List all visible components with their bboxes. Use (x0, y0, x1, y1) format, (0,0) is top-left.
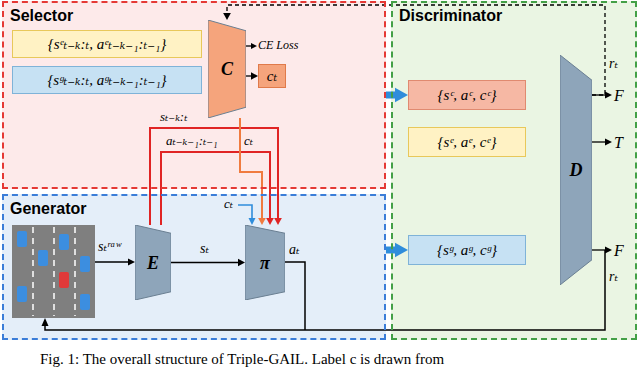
network-block: C (208, 20, 246, 118)
edge-label: sₜ (200, 240, 209, 257)
lane-mark (53, 227, 55, 316)
data-box: {sᵍ, aᵍ, cᵍ} (408, 235, 526, 265)
output-label: F (614, 241, 624, 260)
car (80, 294, 90, 310)
region-panel: Selector {sᵉₜ₋ₖ:ₜ, aᵉₜ₋ₖ₋₁:ₜ₋₁} {sᵍₜ₋ₖ:ₜ, … (2, 1, 386, 189)
node-text: {sᶜ, aᶜ, cᶜ} (438, 86, 497, 104)
loss-label: CE Loss (258, 38, 298, 53)
label-box: cₜ (258, 64, 286, 88)
raw-state-arrow (95, 261, 129, 262)
figure-caption: Fig. 1: The overall structure of Triple-… (40, 350, 444, 368)
car (17, 286, 27, 302)
edge-label: rₜ (609, 55, 618, 72)
arrow-head (395, 88, 408, 102)
arrow-head (238, 259, 245, 267)
arrow-head (251, 43, 257, 49)
road-scene (12, 225, 95, 318)
network-block: π (245, 225, 285, 300)
car (59, 234, 69, 250)
node-text: π (260, 253, 270, 273)
discriminator-fill (391, 1, 637, 340)
arrow-head (251, 72, 258, 80)
node-text: {sᵉ, aᵉ, cᵉ} (438, 133, 497, 151)
arrow-head (274, 218, 282, 225)
node-text: {sᵍₜ₋ₖ:ₜ, aᵍₜ₋ₖ₋₁:ₜ₋₁} (47, 71, 166, 89)
generator-fill (2, 194, 386, 340)
selector-fill (2, 1, 386, 189)
connector-line (150, 128, 278, 225)
output-label: F (614, 86, 624, 105)
network-block: E (135, 225, 171, 300)
lane-mark (32, 227, 34, 316)
trapezoid-outline (208, 20, 246, 118)
car (17, 231, 27, 247)
node-text: C (221, 59, 233, 79)
region-panel: GeneratorEπ (2, 194, 386, 340)
node-text: E (147, 253, 159, 273)
car (80, 256, 90, 272)
data-box: {sᶜ, aᶜ, cᶜ} (408, 80, 526, 110)
arrow-head (249, 218, 256, 225)
region-panel: Discriminator {sᶜ, aᶜ, cᶜ} {sᵉ, aᵉ, cᵉ} {sᵍ… (391, 1, 637, 340)
region-title: Discriminator (399, 6, 502, 25)
arrow-head (266, 218, 274, 225)
data-box: {sᵉ, aᵉ, cᵉ} (408, 127, 526, 157)
arrow-head (223, 13, 231, 20)
arrow-head (128, 259, 135, 266)
arrow-head (605, 139, 612, 146)
arrow-head (258, 218, 266, 225)
arrow-head (605, 247, 612, 254)
region-title: Generator (10, 199, 86, 218)
trapezoid-outline (560, 55, 592, 285)
edge-label: aₜ₋ₖ₋₁:ₜ₋₁ (166, 133, 218, 149)
connector-line (171, 262, 239, 264)
node-text: {sᵍ, aᵍ, cᵍ} (437, 241, 497, 259)
car (38, 250, 48, 266)
edge-label: sₜ₋ₖ:ₜ (160, 109, 187, 125)
network-block: D (560, 55, 592, 285)
connector (386, 243, 408, 257)
ego-car (59, 272, 69, 288)
output-arrow (592, 141, 606, 142)
trapezoid-outline (135, 225, 171, 300)
output-arrow (592, 249, 606, 250)
arrow-head (605, 92, 612, 99)
arrow-head (395, 243, 408, 257)
node-text: D (570, 160, 583, 180)
data-box: {sᵍₜ₋ₖ:ₜ, aᵍₜ₋ₖ₋₁:ₜ₋₁} (12, 66, 202, 94)
signal-label: sₜʳᵃʷ (98, 238, 121, 255)
output-label: T (614, 133, 623, 152)
action-line (285, 262, 305, 330)
label-arrow (238, 205, 252, 219)
arrow-head (42, 318, 49, 326)
connector (246, 72, 258, 80)
connector (171, 259, 245, 267)
region-title: Selector (10, 6, 73, 25)
lane-mark (74, 227, 76, 316)
connector (240, 118, 266, 225)
connector (386, 88, 408, 102)
connector-line (240, 118, 262, 219)
edge-label: cₜ (244, 133, 253, 149)
node-text: cₜ (267, 67, 277, 85)
data-box: {sᵉₜ₋ₖ:ₜ, aᵉₜ₋ₖ₋₁:ₜ₋₁} (12, 30, 202, 58)
signal-label: aₜ (289, 241, 299, 258)
signal-label: rₜ (609, 268, 618, 285)
road (12, 225, 95, 318)
node-text: {sᵉₜ₋ₖ:ₜ, aᵉₜ₋ₖ₋₁:ₜ₋₁} (48, 35, 167, 53)
signal-label: cₜ (224, 196, 233, 212)
trapezoid-outline (245, 225, 285, 300)
